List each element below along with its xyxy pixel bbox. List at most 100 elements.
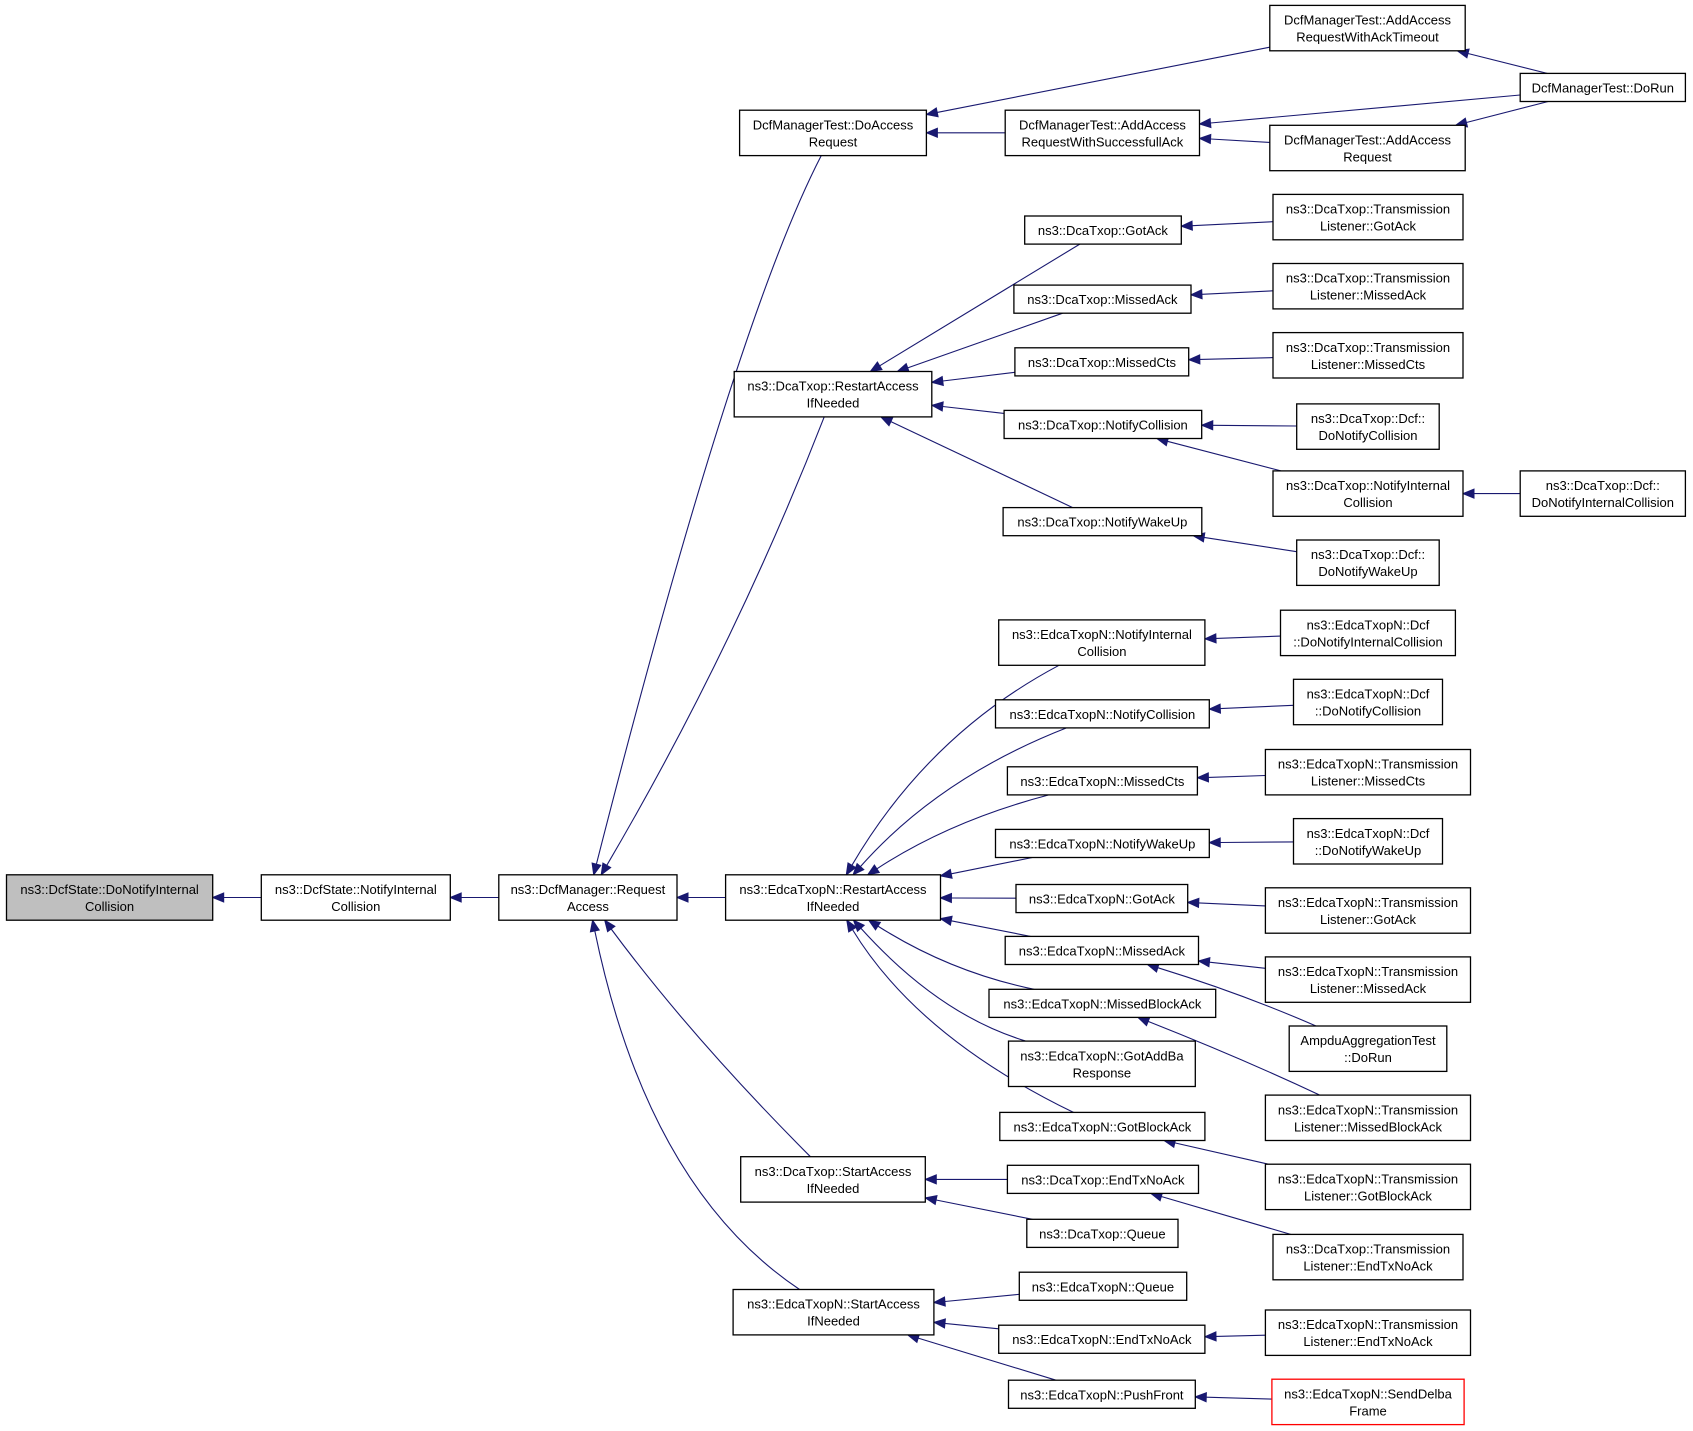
node-dca_gotack[interactable]: ns3::DcaTxop::GotAck <box>1024 215 1182 245</box>
node-ed_notifycoll[interactable]: ns3::EdcaTxopN::NotifyCollision <box>994 699 1210 729</box>
node-dca_dcf_donotifyinternal[interactable]: ns3::DcaTxop::Dcf::DoNotifyInternalColli… <box>1519 470 1687 517</box>
node-ed_queue[interactable]: ns3::EdcaTxopN::Queue <box>1018 1271 1188 1301</box>
node-root[interactable]: ns3::DcfState::DoNotifyInternalCollision <box>5 874 214 921</box>
node-box[interactable] <box>1292 678 1444 726</box>
node-ed_gotblockack[interactable]: ns3::EdcaTxopN::GotBlockAck <box>999 1111 1206 1142</box>
node-ed_missedack[interactable]: ns3::EdcaTxopN::MissedAck <box>1004 935 1200 966</box>
node-ed_endtxnoack[interactable]: ns3::EdcaTxopN::EndTxNoAck <box>998 1324 1206 1354</box>
node-dca_notifyinternal[interactable]: ns3::DcaTxop::NotifyInternalCollision <box>1272 470 1464 517</box>
node-box[interactable] <box>1272 193 1464 241</box>
node-box[interactable] <box>994 828 1210 859</box>
node-ed_dcf_donotifycoll[interactable]: ns3::EdcaTxopN::Dcf::DoNotifyCollision <box>1292 678 1444 726</box>
node-ed_notifyinternal[interactable]: ns3::EdcaTxopN::NotifyInternalCollision <box>998 619 1206 666</box>
node-dm_ack_timeout[interactable]: DcfManagerTest::AddAccessRequestWithAckT… <box>1269 4 1466 52</box>
node-dm_dorun[interactable]: DcfManagerTest::DoRun <box>1519 72 1687 103</box>
node-box[interactable] <box>1519 72 1687 103</box>
node-box[interactable] <box>1026 1218 1179 1249</box>
node-box[interactable] <box>994 699 1210 729</box>
node-box[interactable] <box>1269 124 1466 172</box>
node-n1[interactable]: ns3::DcfState::NotifyInternalCollision <box>260 874 451 921</box>
node-box[interactable] <box>1264 1094 1472 1142</box>
node-box[interactable] <box>1003 409 1203 440</box>
node-box[interactable] <box>998 619 1206 666</box>
node-box[interactable] <box>5 874 214 921</box>
node-box[interactable] <box>1264 1309 1472 1357</box>
node-dca_tl_missedcts[interactable]: ns3::DcaTxop::TransmissionListener::Miss… <box>1272 331 1464 379</box>
node-box[interactable] <box>1264 887 1472 934</box>
node-dca_endtxnoack[interactable]: ns3::DcaTxop::EndTxNoAck <box>1006 1164 1200 1195</box>
node-ed_tl_missedblockack[interactable]: ns3::EdcaTxopN::TransmissionListener::Mi… <box>1264 1094 1472 1142</box>
node-ed_tl_endtxnoack[interactable]: ns3::EdcaTxopN::TransmissionListener::En… <box>1264 1309 1472 1357</box>
node-box[interactable] <box>988 988 1217 1019</box>
node-box[interactable] <box>260 874 451 921</box>
node-box[interactable] <box>733 370 933 418</box>
node-box[interactable] <box>1007 1379 1196 1409</box>
node-box[interactable] <box>1292 817 1444 865</box>
node-box[interactable] <box>1006 766 1199 796</box>
node-box[interactable] <box>1007 1040 1196 1088</box>
node-box[interactable] <box>1272 262 1464 310</box>
node-dca_notifywakeup[interactable]: ns3::DcaTxop::NotifyWakeUp <box>1002 506 1203 537</box>
node-box[interactable] <box>498 874 678 921</box>
node-box[interactable] <box>1013 284 1192 314</box>
node-dca_tl_gotack[interactable]: ns3::DcaTxop::TransmissionListener::GotA… <box>1272 193 1464 241</box>
node-dca_dcf_donotifywakeup[interactable]: ns3::DcaTxop::Dcf::DoNotifyWakeUp <box>1296 539 1440 587</box>
node-box[interactable] <box>1004 109 1201 157</box>
node-box[interactable] <box>1272 470 1464 517</box>
node-box[interactable] <box>1002 506 1203 537</box>
node-box[interactable] <box>998 1324 1206 1354</box>
node-dca_tl_missedack[interactable]: ns3::DcaTxop::TransmissionListener::Miss… <box>1272 262 1464 310</box>
node-ed_dcf_donotifywakeup[interactable]: ns3::EdcaTxopN::Dcf::DoNotifyWakeUp <box>1292 817 1444 865</box>
node-ed_dcf_donotifyinternal[interactable]: ns3::EdcaTxopN::Dcf::DoNotifyInternalCol… <box>1279 609 1457 657</box>
node-dca_missedcts[interactable]: ns3::DcaTxop::MissedCts <box>1014 347 1190 377</box>
node-box[interactable] <box>1272 1233 1464 1281</box>
node-box[interactable] <box>1519 470 1687 517</box>
node-dca_dcf_donotifycoll[interactable]: ns3::DcaTxop::Dcf::DoNotifyCollision <box>1296 403 1440 450</box>
node-ed_tl_gotblockack[interactable]: ns3::EdcaTxopN::TransmissionListener::Go… <box>1264 1163 1472 1211</box>
node-dca_tl_endtxnoack[interactable]: ns3::DcaTxop::TransmissionListener::EndT… <box>1272 1233 1464 1281</box>
node-box[interactable] <box>1014 347 1190 377</box>
node-box[interactable] <box>738 109 928 157</box>
node-dca_missedack[interactable]: ns3::DcaTxop::MissedAck <box>1013 284 1192 314</box>
node-box[interactable] <box>1269 4 1466 52</box>
node-box[interactable] <box>724 874 942 921</box>
node-ed_tl_missedcts[interactable]: ns3::EdcaTxopN::TransmissionListener::Mi… <box>1264 748 1472 796</box>
node-ed_missedcts[interactable]: ns3::EdcaTxopN::MissedCts <box>1006 766 1199 796</box>
node-box[interactable] <box>1024 215 1182 245</box>
node-ed_pushfront[interactable]: ns3::EdcaTxopN::PushFront <box>1007 1379 1196 1409</box>
node-ed_missedblockack[interactable]: ns3::EdcaTxopN::MissedBlockAck <box>988 988 1217 1019</box>
node-box[interactable] <box>1264 956 1472 1003</box>
node-ampdu_dorun[interactable]: AmpduAggregationTest::DoRun <box>1288 1025 1448 1073</box>
node-box[interactable] <box>1296 403 1440 450</box>
node-dca_notifycoll[interactable]: ns3::DcaTxop::NotifyCollision <box>1003 409 1203 440</box>
node-box[interactable] <box>740 1156 926 1203</box>
node-ed_notifywakeup[interactable]: ns3::EdcaTxopN::NotifyWakeUp <box>994 828 1210 859</box>
node-ed_tl_gotack[interactable]: ns3::EdcaTxopN::TransmissionListener::Go… <box>1264 887 1472 934</box>
node-box[interactable] <box>1264 748 1472 796</box>
node-box[interactable] <box>1264 1163 1472 1211</box>
node-box[interactable] <box>1272 331 1464 379</box>
node-box[interactable] <box>1296 539 1440 587</box>
node-dca_queue[interactable]: ns3::DcaTxop::Queue <box>1026 1218 1179 1249</box>
node-box[interactable] <box>1288 1025 1448 1073</box>
node-box[interactable] <box>1015 883 1189 914</box>
node-box[interactable] <box>1279 609 1457 657</box>
node-box[interactable] <box>999 1111 1206 1142</box>
node-dm_succ_ack[interactable]: DcfManagerTest::AddAccessRequestWithSucc… <box>1004 109 1201 157</box>
node-box[interactable] <box>1004 935 1200 966</box>
node-ed_tl_missedack[interactable]: ns3::EdcaTxopN::TransmissionListener::Mi… <box>1264 956 1472 1003</box>
node-box[interactable] <box>732 1288 935 1336</box>
node-box[interactable] <box>1018 1271 1188 1301</box>
node-ed_gotack[interactable]: ns3::EdcaTxopN::GotAck <box>1015 883 1189 914</box>
node-box[interactable] <box>1271 1378 1465 1426</box>
node-box[interactable] <box>1006 1164 1200 1195</box>
